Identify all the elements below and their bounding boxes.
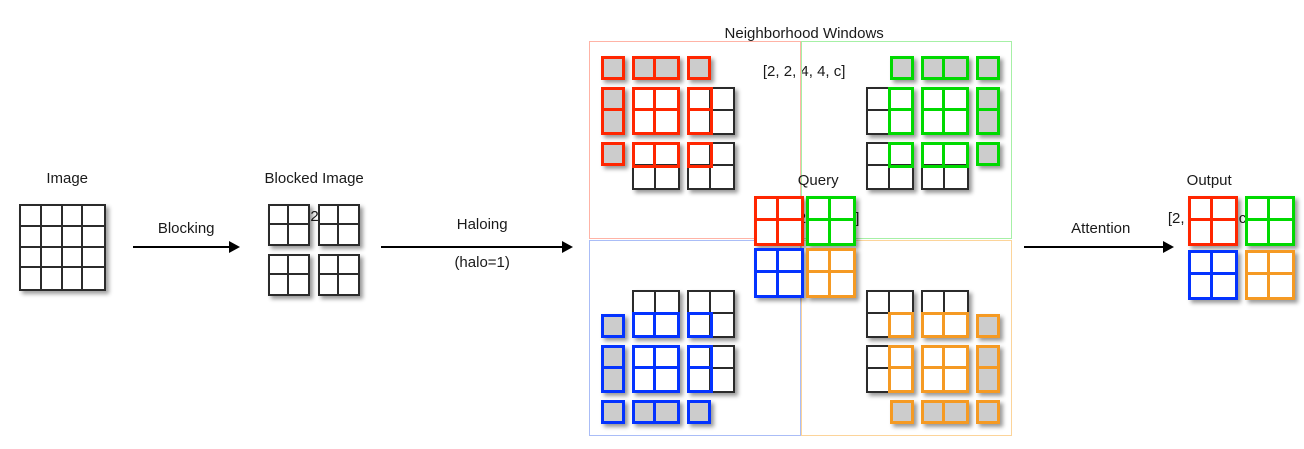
- query-block-green: [806, 196, 856, 246]
- blocking-label-text: Blocking: [157, 220, 215, 237]
- blocked-block: [268, 204, 310, 246]
- image-cell: [41, 206, 63, 227]
- image-cell: [62, 247, 84, 269]
- blocked-image-title: Blocked Image: [264, 170, 364, 187]
- neighborhood-window-red: [601, 56, 761, 201]
- image-cell: [83, 268, 104, 289]
- halo-pad-block: [976, 400, 1000, 424]
- halo-pad-block: [601, 345, 625, 393]
- quadrant-box-top-right: [801, 41, 1012, 239]
- image-cell: [83, 226, 104, 248]
- query-block-red: [754, 196, 804, 246]
- blocking-arrow-line: [133, 246, 230, 248]
- neighbor-overlay-blue: [687, 345, 713, 393]
- neighbor-overlay-green: [888, 142, 914, 168]
- image-cell: [41, 268, 63, 289]
- haloing-arrow-head: [562, 241, 573, 253]
- neighbor-overlay-orange: [921, 312, 969, 338]
- haloing-label-text: Haloing: [456, 216, 508, 233]
- query-block-green: [921, 87, 969, 135]
- halo-pad-block: [890, 400, 914, 424]
- attention-label-text: Attention: [1071, 220, 1131, 237]
- neighbor-overlay-orange: [888, 345, 914, 393]
- halo-pad-cell: [601, 56, 625, 80]
- output-title: Output: [1186, 172, 1232, 189]
- output-block-green: [1245, 196, 1295, 246]
- image-cell: [41, 247, 63, 269]
- neighborhood-windows-shape: [2, 2, 4, 4, c]: [762, 63, 846, 80]
- halo-pad-block: [687, 400, 711, 424]
- image-cell: [21, 268, 42, 289]
- attention-arrow-label: Attention: [1032, 200, 1162, 238]
- neighbor-overlay-red: [632, 142, 680, 168]
- blocked-block: [318, 204, 360, 246]
- image-cell: [83, 206, 104, 227]
- blocked-block: [268, 254, 310, 296]
- image-cell: [62, 268, 84, 289]
- halo-pad-block: [976, 87, 1000, 135]
- neighbor-overlay-blue: [632, 312, 680, 338]
- neighbor-overlay-red: [687, 87, 713, 135]
- neighborhood-window-green: [866, 56, 1026, 201]
- query-block-blue: [632, 345, 680, 393]
- halo-pad-block: [632, 56, 680, 80]
- neighbor-overlay-red: [687, 142, 713, 168]
- halo-pad-block: [687, 56, 711, 80]
- neighbor-block-mixed: [866, 290, 914, 338]
- halo-pad-block: [601, 87, 625, 135]
- attention-arrow-head: [1163, 241, 1174, 253]
- image-cell: [83, 247, 104, 269]
- neighborhood-windows-label: Neighborhood Windows [2, 2, 4, 4, c]: [600, 5, 1000, 81]
- image-cell: [62, 206, 84, 227]
- neighbor-overlay-orange: [888, 312, 914, 338]
- neighborhood-window-blue: [601, 290, 761, 435]
- blocked-image-blocks: [268, 204, 360, 296]
- halo-pad-block: [632, 400, 680, 424]
- output-block-blue: [1188, 250, 1238, 300]
- blocking-arrow-label: Blocking: [122, 200, 242, 238]
- halo-pad-block: [601, 400, 625, 424]
- haloing-arrow-line: [381, 246, 563, 248]
- image-cell: [21, 247, 42, 269]
- image-cell: [21, 226, 42, 248]
- halo-pad-block: [921, 400, 969, 424]
- image-cell: [21, 206, 42, 227]
- image-title: Image: [46, 170, 89, 187]
- haloing-sublabel-text: (halo=1): [454, 254, 510, 271]
- halo-pad-block: [976, 345, 1000, 393]
- query-blocks: [754, 196, 862, 300]
- image-grid: [19, 204, 106, 291]
- query-block-orange: [806, 248, 856, 298]
- halo-pad-block: [976, 314, 1000, 338]
- output-blocks: [1188, 196, 1298, 300]
- neighbor-overlay-green: [888, 87, 914, 135]
- halo-pad-block: [921, 56, 969, 80]
- quadrant-box-bottom-left: [589, 240, 801, 436]
- image-cell: [41, 226, 63, 248]
- halo-pad-block: [976, 56, 1000, 80]
- image-cell: [62, 226, 84, 248]
- output-block-red: [1188, 196, 1238, 246]
- query-block-blue: [754, 248, 804, 298]
- blocked-block: [318, 254, 360, 296]
- halo-pad-block: [976, 142, 1000, 166]
- query-title: Query: [797, 172, 839, 189]
- output-block-orange: [1245, 250, 1295, 300]
- halo-pad-block: [890, 56, 914, 80]
- halo-pad-block: [601, 314, 625, 338]
- query-block-orange: [921, 345, 969, 393]
- neighbor-overlay-green: [921, 142, 969, 168]
- quadrant-box-top-left: [589, 41, 801, 239]
- halo-pad-block: [601, 142, 625, 166]
- attention-arrow-line: [1024, 246, 1164, 248]
- quadrant-box-bottom-right: [801, 240, 1012, 436]
- neighborhood-window-orange: [866, 290, 1026, 435]
- neighbor-overlay-blue: [687, 312, 713, 338]
- haloing-arrow-label: Haloing (halo=1): [398, 196, 558, 272]
- blocking-arrow-head: [229, 241, 240, 253]
- query-block-red: [632, 87, 680, 135]
- neighborhood-windows-title: Neighborhood Windows: [724, 25, 884, 42]
